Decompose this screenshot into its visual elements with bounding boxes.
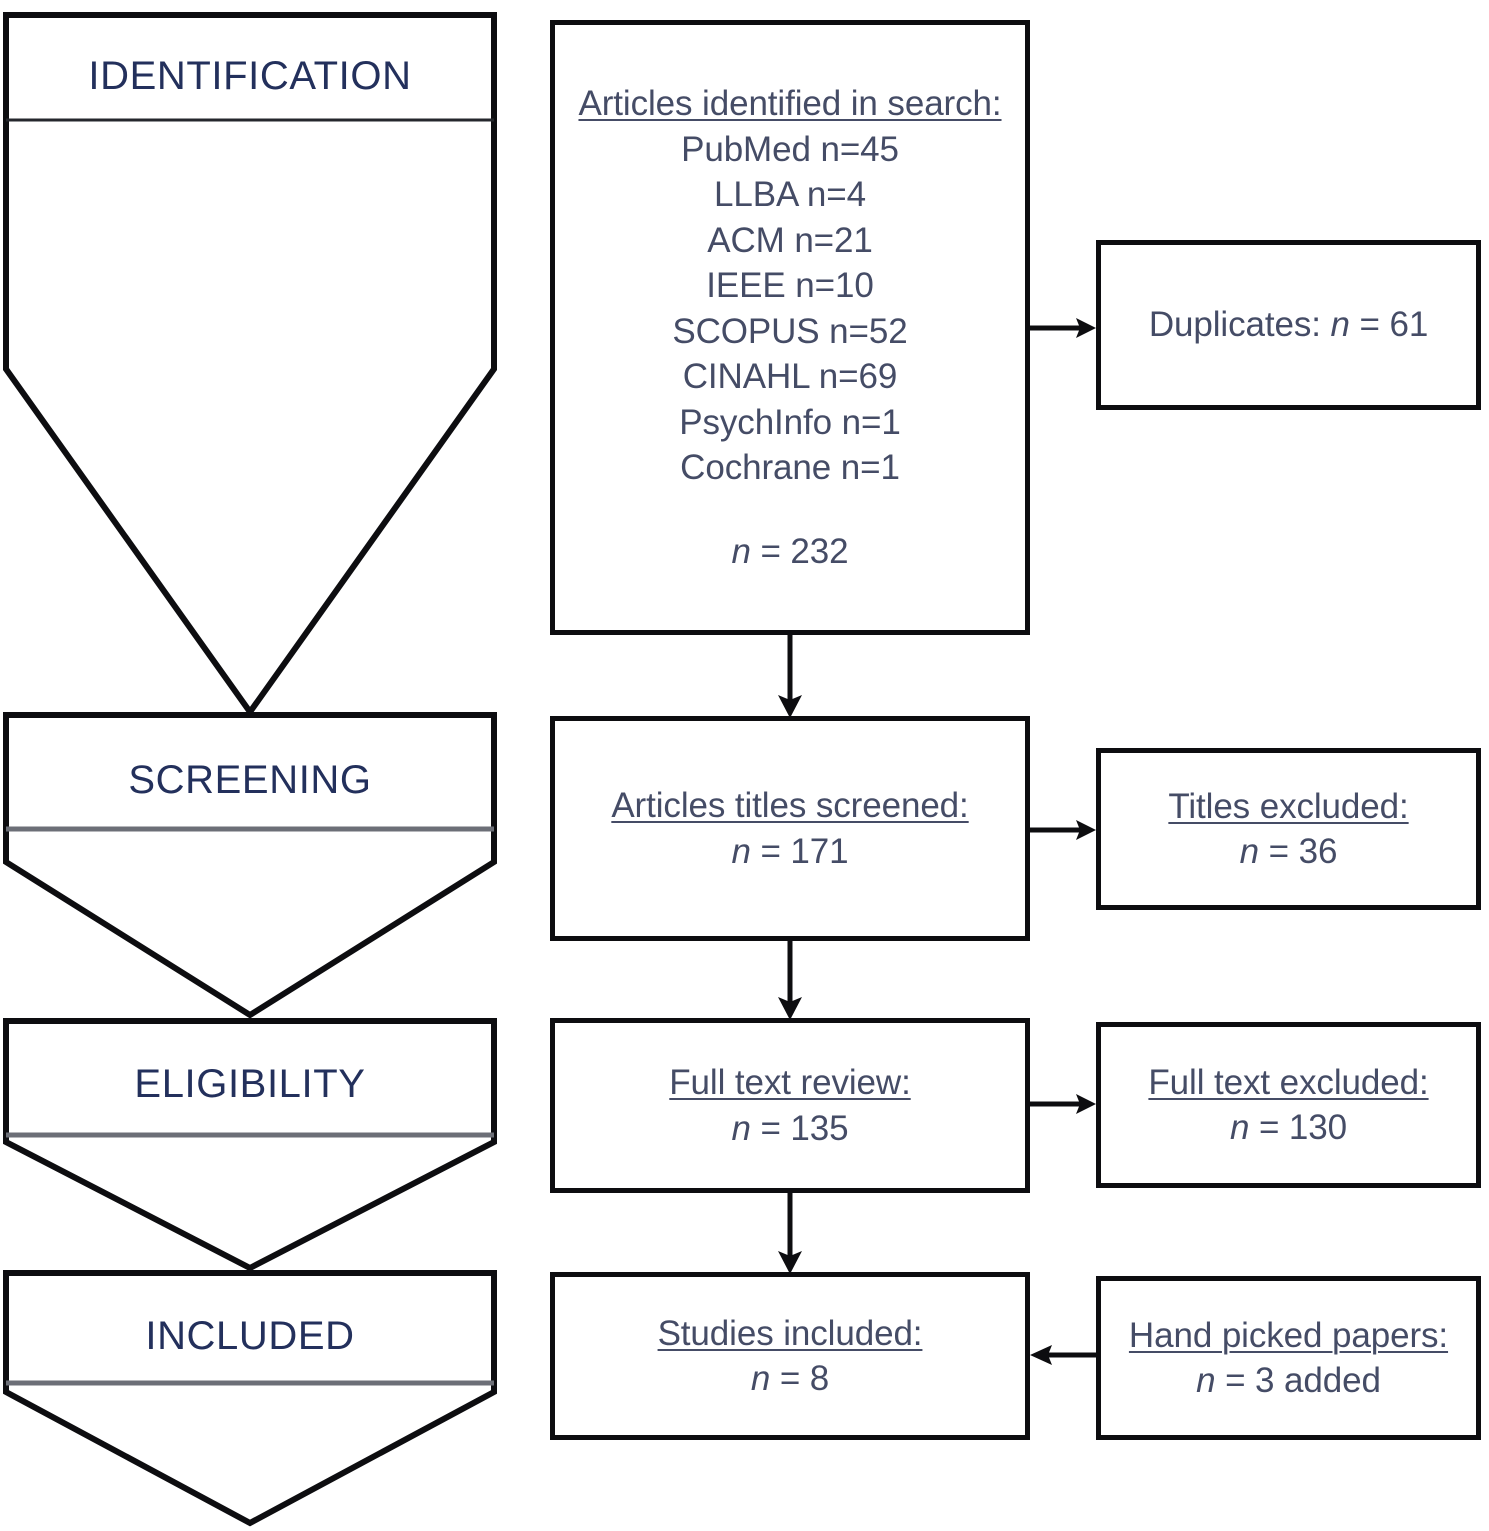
hand-picked-papers-heading: Hand picked papers: xyxy=(1128,1315,1449,1355)
source-line-acm: ACM n=21 xyxy=(707,220,873,260)
arrow-screened-to-full-text-review xyxy=(765,939,815,1023)
source-line-scopus: SCOPUS n=52 xyxy=(672,311,908,351)
articles-titles-screened-heading: Articles titles screened: xyxy=(611,786,969,825)
hand-picked-papers-content: Hand picked papers: n = 3 added xyxy=(1119,1313,1458,1404)
n-value: = 130 xyxy=(1258,1108,1348,1147)
box-full-text-review[interactable]: Full text review: n = 135 xyxy=(550,1018,1030,1193)
source-line-pubmed: PubMed n=45 xyxy=(681,129,899,169)
n-value: = 135 xyxy=(760,1108,849,1148)
source-line-psychinfo: PsychInfo n=1 xyxy=(679,402,901,442)
arrow-full-text-review-to-full-text-excluded xyxy=(1028,1084,1100,1124)
n-value: = 171 xyxy=(760,831,849,871)
n-symbol: n xyxy=(750,1359,771,1398)
stage-funnel-eligibility: ELIGIBILITY xyxy=(0,1018,500,1274)
full-text-review-count: n = 135 xyxy=(669,1106,910,1152)
duplicates-prefix: Duplicates: xyxy=(1148,305,1321,345)
n-symbol: n xyxy=(731,531,751,571)
stage-label-identification: IDENTIFICATION xyxy=(88,54,412,98)
n-symbol: n xyxy=(1196,1361,1216,1400)
stage-label-screening: SCREENING xyxy=(128,758,372,802)
titles-excluded-content: Titles excluded: n = 36 xyxy=(1158,784,1418,875)
n-value: = 61 xyxy=(1359,305,1429,345)
source-line-llba: LLBA n=4 xyxy=(714,175,866,214)
duplicates-content: Duplicates: n = 61 xyxy=(1139,302,1438,348)
articles-identified-heading: Articles identified in search: xyxy=(578,84,1002,123)
n-value: = 3 added xyxy=(1225,1361,1381,1400)
source-line-cochrane: Cochrane n=1 xyxy=(680,448,900,487)
articles-titles-screened-count: n = 171 xyxy=(611,829,968,875)
box-articles-titles-screened[interactable]: Articles titles screened: n = 171 xyxy=(550,716,1030,941)
stage-funnel-identification: IDENTIFICATION xyxy=(0,12,500,718)
stage-funnel-included: INCLUDED xyxy=(0,1270,500,1528)
full-text-excluded-heading: Full text excluded: xyxy=(1148,1062,1429,1102)
titles-excluded-heading: Titles excluded: xyxy=(1168,786,1409,826)
n-symbol: n xyxy=(1229,1108,1250,1147)
full-text-review-content: Full text review: n = 135 xyxy=(659,1060,920,1151)
n-value: = 8 xyxy=(779,1359,830,1398)
arrow-full-text-review-to-studies-included xyxy=(765,1191,815,1277)
studies-included-count: n = 8 xyxy=(658,1356,923,1402)
full-text-excluded-content: Full text excluded: n = 130 xyxy=(1138,1060,1438,1151)
stage-label-eligibility: ELIGIBILITY xyxy=(134,1062,366,1106)
box-articles-identified[interactable]: Articles identified in search: PubMed n=… xyxy=(550,20,1030,635)
studies-included-content: Studies included: n = 8 xyxy=(648,1311,933,1402)
hand-picked-papers-count: n = 3 added xyxy=(1129,1358,1448,1404)
n-value: = 232 xyxy=(760,531,849,571)
studies-included-heading: Studies included: xyxy=(657,1313,923,1353)
full-text-review-heading: Full text review: xyxy=(669,1063,911,1102)
titles-excluded-count: n = 36 xyxy=(1168,829,1408,875)
stage-funnel-screening: SCREENING xyxy=(0,712,500,1022)
n-value: = 36 xyxy=(1268,832,1338,871)
articles-identified-content: Articles identified in search: PubMed n=… xyxy=(568,81,1011,574)
source-line-ieee: IEEE n=10 xyxy=(706,266,874,305)
arrow-screened-to-titles-excluded xyxy=(1028,810,1100,850)
articles-titles-screened-content: Articles titles screened: n = 171 xyxy=(601,783,978,874)
n-symbol: n xyxy=(1239,832,1260,871)
box-hand-picked-papers[interactable]: Hand picked papers: n = 3 added xyxy=(1096,1276,1481,1440)
n-symbol: n xyxy=(731,831,751,871)
spacer xyxy=(578,491,1001,529)
box-titles-excluded[interactable]: Titles excluded: n = 36 xyxy=(1096,748,1481,910)
full-text-excluded-count: n = 130 xyxy=(1148,1105,1428,1151)
n-symbol: n xyxy=(1330,305,1350,345)
articles-identified-total: n = 232 xyxy=(578,529,1001,575)
arrow-identified-to-screened xyxy=(765,633,815,721)
box-duplicates[interactable]: Duplicates: n = 61 xyxy=(1096,240,1481,410)
source-line-cinahl: CINAHL n=69 xyxy=(682,357,898,396)
arrow-hand-picked-to-studies-included xyxy=(1026,1335,1100,1375)
box-full-text-excluded[interactable]: Full text excluded: n = 130 xyxy=(1096,1022,1481,1188)
stage-label-included: INCLUDED xyxy=(145,1314,355,1358)
n-symbol: n xyxy=(731,1108,751,1148)
arrow-identified-to-duplicates xyxy=(1028,308,1100,348)
box-studies-included[interactable]: Studies included: n = 8 xyxy=(550,1272,1030,1440)
